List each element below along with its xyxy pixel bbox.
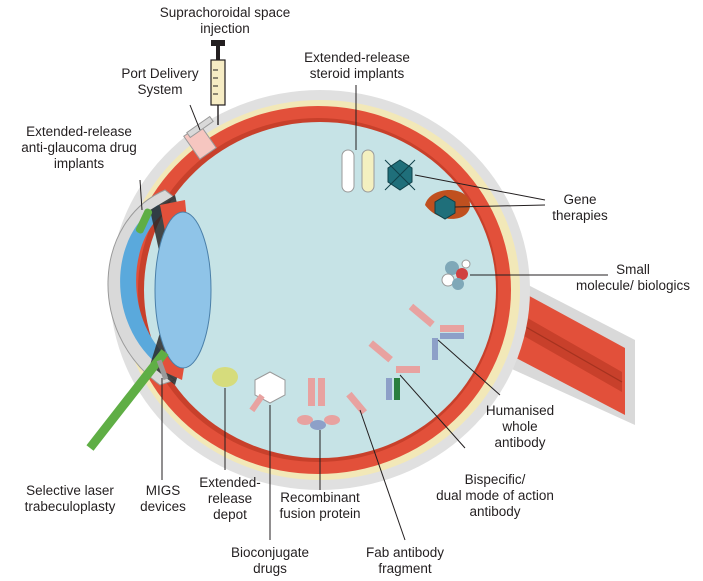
label-line: Fab antibody <box>365 545 445 560</box>
label-line: System <box>137 82 183 97</box>
label-line: Port Delivery <box>121 66 199 81</box>
glaucoma-implant-icon <box>135 208 153 234</box>
humanised-antibody-icon <box>408 303 464 360</box>
anterior-segment <box>107 189 212 386</box>
steroid-implants-icon <box>341 149 375 193</box>
bioconjugate-icon <box>249 371 286 413</box>
label-fab: Fab antibody fragment <box>355 545 455 577</box>
leader-lines <box>139 85 608 541</box>
label-line: molecule/ biologics <box>575 278 691 293</box>
label-line: Extended-release <box>304 50 410 65</box>
gene-therapy-vector-icon <box>384 159 416 191</box>
label-line: anti-glaucoma drug <box>21 140 137 155</box>
label-small-molecule: Small molecule/ biologics <box>568 262 698 294</box>
label-line: Gene <box>563 192 597 207</box>
bispecific-antibody-icon <box>368 340 420 400</box>
label-line: injection <box>200 21 250 36</box>
label-line: Small <box>616 262 650 277</box>
label-line: Recombinant <box>280 490 360 505</box>
label-suprachoroidal-injection: Suprachoroidal space injection <box>145 5 305 37</box>
depot-icon <box>212 367 238 387</box>
label-line: Selective laser <box>26 483 114 498</box>
label-glaucoma-implants: Extended-release anti-glaucoma drug impl… <box>4 124 154 172</box>
label-line: Extended- <box>199 475 261 490</box>
label-line: whole <box>502 419 538 434</box>
cornea <box>120 205 165 365</box>
label-line: antibody <box>469 504 521 519</box>
label-line: devices <box>140 499 186 514</box>
label-line: dual mode of action <box>436 488 554 503</box>
label-recombinant: Recombinant fusion protein <box>265 490 375 522</box>
label-line: Suprachoroidal space <box>159 5 291 20</box>
label-line: steroid implants <box>309 66 405 81</box>
label-line: MIGS <box>145 483 181 498</box>
label-line: Extended-release <box>26 124 132 139</box>
recombinant-fusion-icon <box>297 378 340 430</box>
syringe-icon <box>210 40 226 125</box>
label-humanised-antibody: Humanised whole antibody <box>480 403 560 451</box>
label-gene-therapies: Gene therapies <box>540 192 620 224</box>
label-line: trabeculoplasty <box>24 499 116 514</box>
label-line: drugs <box>253 561 287 576</box>
gene-therapy-bleb <box>425 190 470 220</box>
label-migs: MIGS devices <box>138 483 188 515</box>
lens <box>154 211 212 369</box>
label-steroid-implants: Extended-release steroid implants <box>292 50 422 82</box>
label-depot: Extended- release depot <box>195 475 265 523</box>
label-line: Humanised <box>485 403 555 418</box>
label-line: release <box>207 491 253 506</box>
label-port-delivery: Port Delivery System <box>110 66 210 98</box>
label-line: Bispecific/ <box>464 472 526 487</box>
small-molecule-icon <box>441 259 471 290</box>
label-line: therapies <box>552 208 608 223</box>
label-line: fusion protein <box>279 506 361 521</box>
laser-beam <box>86 349 169 451</box>
label-line: antibody <box>494 435 546 450</box>
fab-fragment-icon <box>346 391 368 415</box>
port-delivery-icon <box>183 115 217 160</box>
label-line: depot <box>213 507 247 522</box>
label-bioconjugate: Bioconjugate drugs <box>215 545 325 577</box>
label-line: implants <box>53 156 105 171</box>
label-line: fragment <box>378 561 432 576</box>
migs-device-icon <box>156 359 169 381</box>
label-bispecific-antibody: Bispecific/ dual mode of action antibody <box>420 472 570 520</box>
label-line: Bioconjugate <box>230 545 310 560</box>
label-slt: Selective laser trabeculoplasty <box>10 483 130 515</box>
